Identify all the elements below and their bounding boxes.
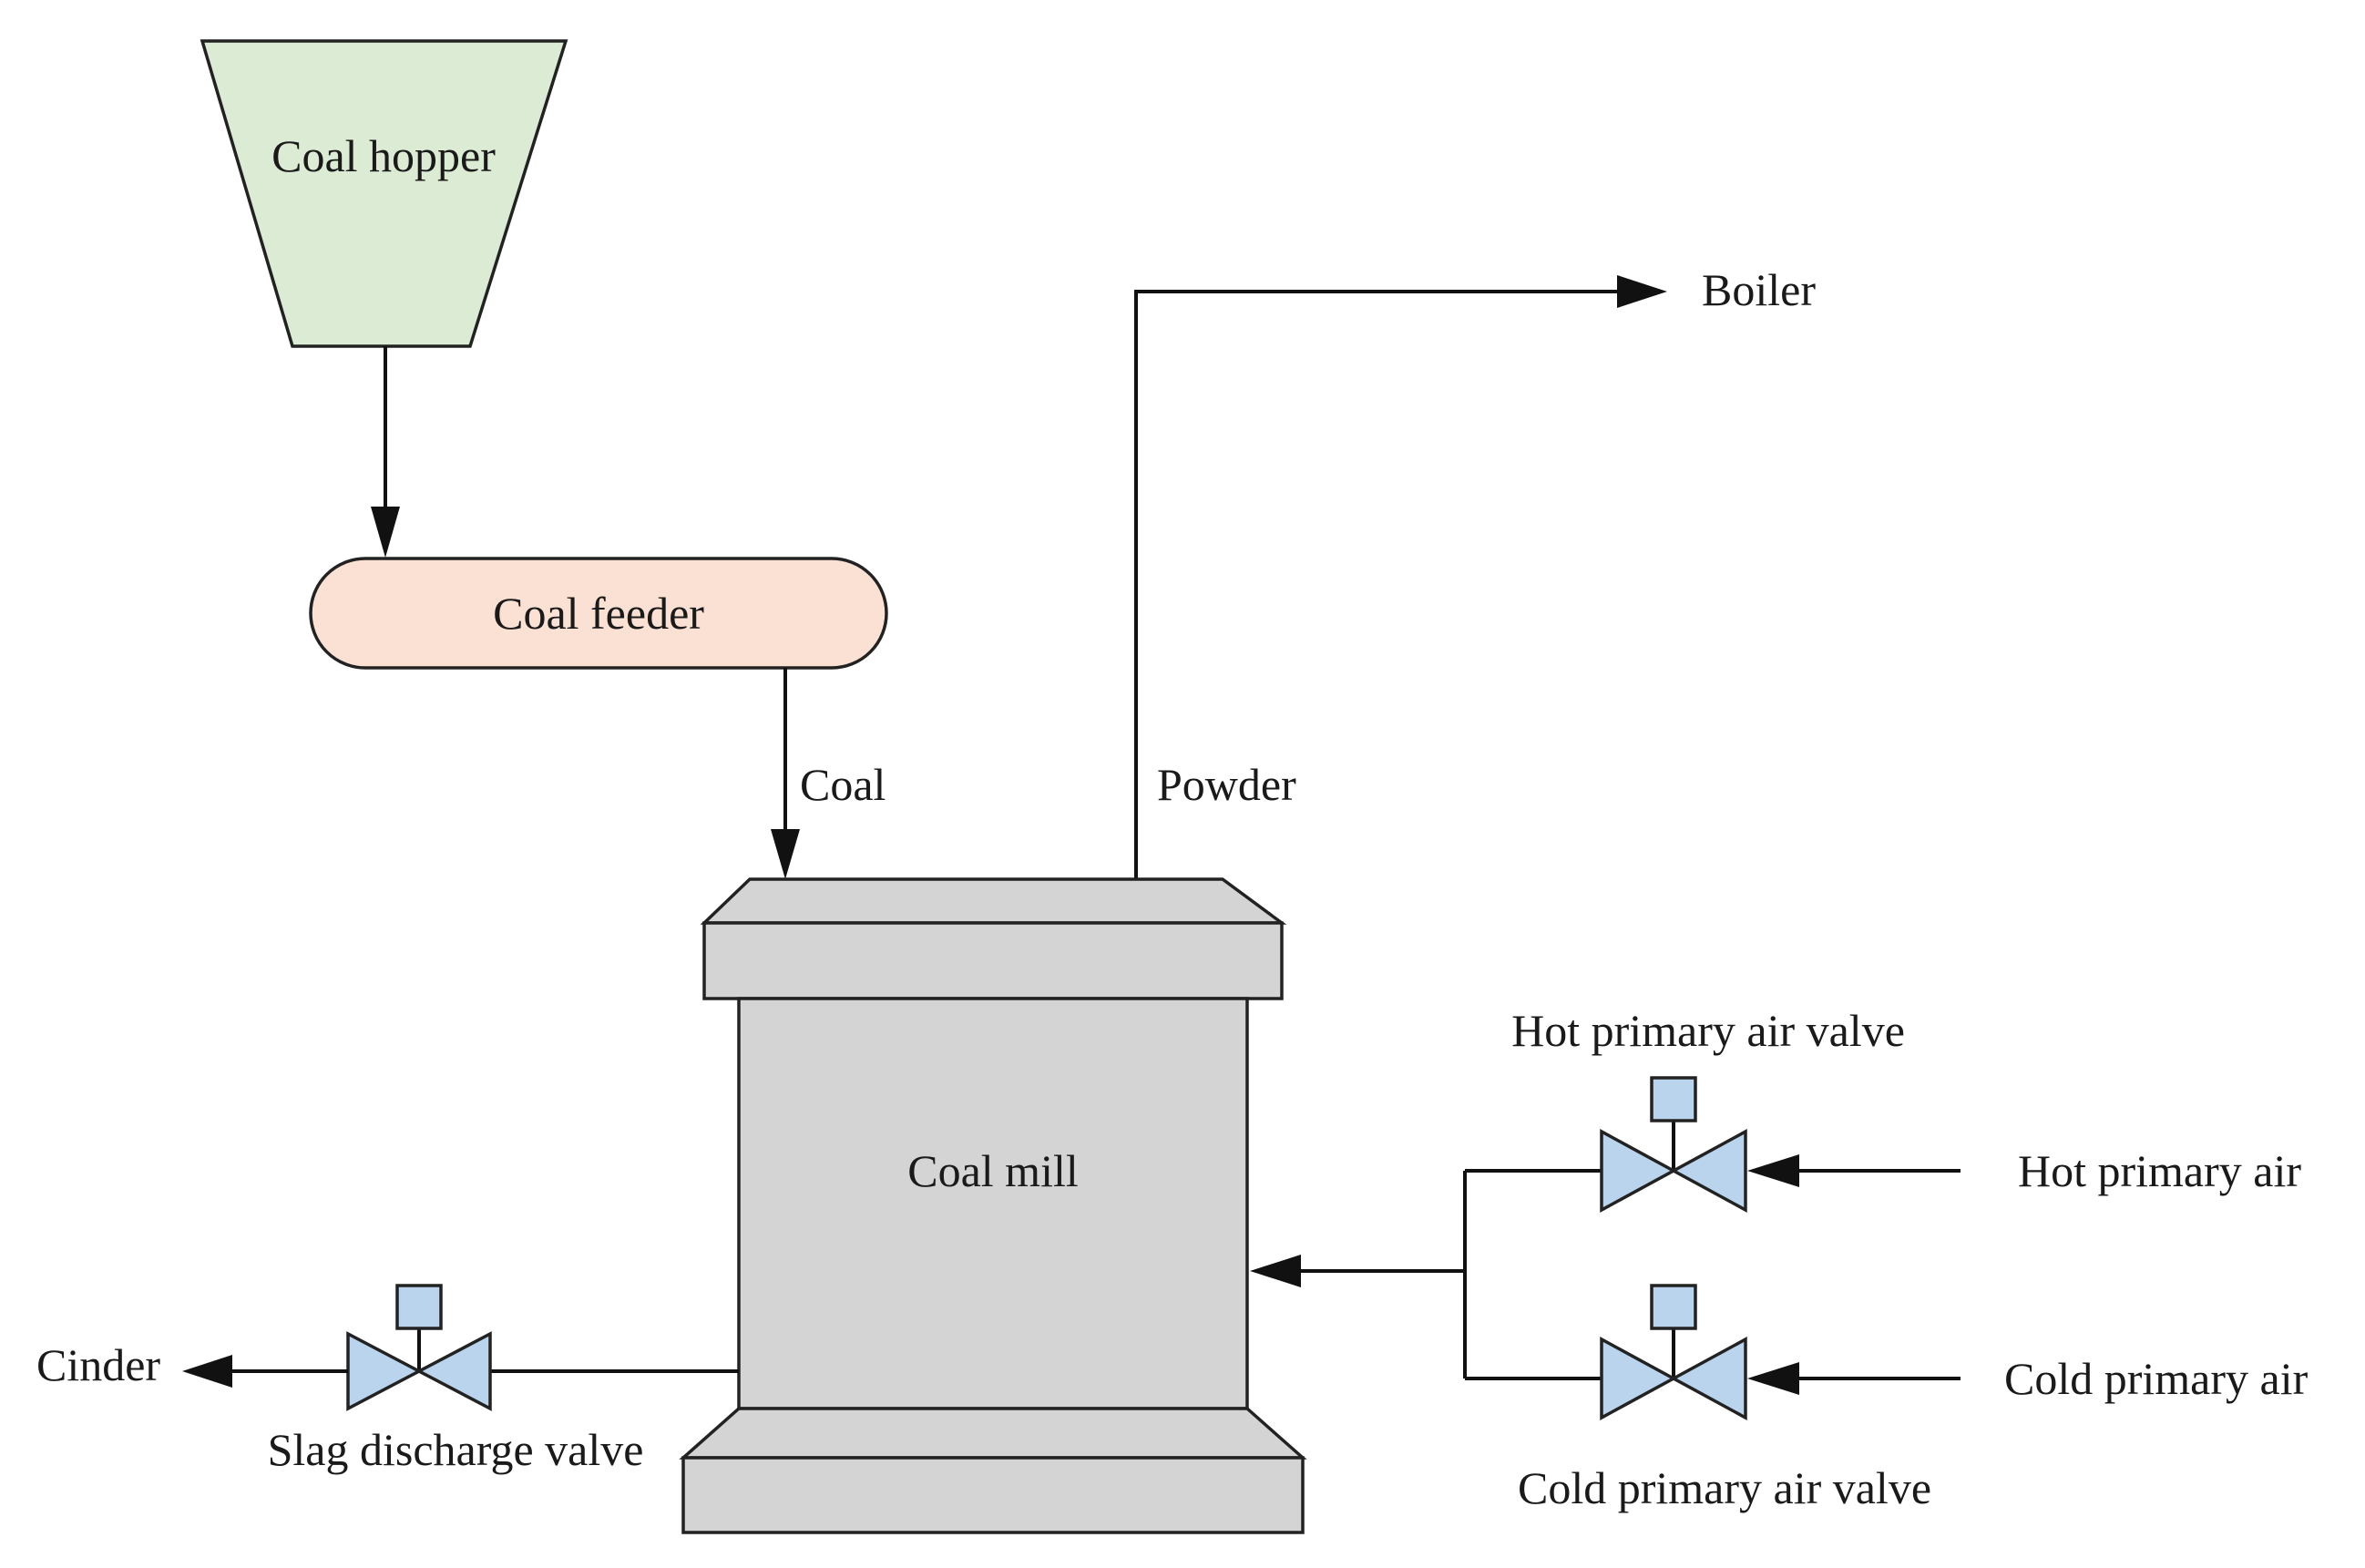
- slag-discharge-valve-label: Slag discharge valve: [268, 1424, 644, 1475]
- hot-valve-right-wing: [1670, 1129, 1747, 1213]
- hot-primary-air-valve: [1600, 1076, 1747, 1213]
- cold-air-inlet-arrowhead: [1747, 1362, 1799, 1395]
- powder-flow-label: Powder: [1157, 759, 1296, 810]
- hot-valve-actuator: [1650, 1076, 1697, 1122]
- coal-hopper-shape: [200, 39, 568, 348]
- hot-valve-left-wing: [1600, 1129, 1677, 1213]
- air-manifold-to-mill-arrowhead: [1250, 1255, 1301, 1287]
- coal-mill-base: [681, 1456, 1305, 1534]
- coal-mill-bottom-bevel: [679, 1407, 1307, 1460]
- cold-primary-air-label: Cold primary air: [2004, 1353, 2309, 1404]
- cinder-arrowhead: [182, 1355, 232, 1388]
- coal-feeder-shape: [309, 557, 888, 670]
- slag-valve-right-wing: [415, 1331, 492, 1411]
- cold-valve-right-wing: [1670, 1337, 1747, 1420]
- boiler-label: Boiler: [1702, 264, 1816, 315]
- coal-mill-body: [737, 997, 1249, 1410]
- feeder-to-mill-arrowhead: [771, 829, 800, 879]
- hot-air-inlet-arrowhead: [1747, 1154, 1799, 1187]
- coal-feeder: Coal feeder: [309, 557, 888, 670]
- slag-valve-actuator: [395, 1284, 443, 1330]
- slag-discharge-valve: [346, 1284, 492, 1411]
- cold-primary-air-valve: [1600, 1284, 1747, 1420]
- cold-valve-left-wing: [1600, 1337, 1677, 1420]
- cold-valve-actuator: [1650, 1284, 1697, 1330]
- cinder-label: Cinder: [36, 1339, 160, 1390]
- coal-feeder-label: Coal feeder: [493, 588, 704, 639]
- coal-hopper: Coal hopper: [200, 39, 568, 348]
- powder-to-boiler-line: [1134, 290, 1622, 879]
- coal-mill-top-bevel: [700, 877, 1287, 925]
- hot-primary-air-label: Hot primary air: [2018, 1145, 2301, 1196]
- coal-mill: Coal mill: [679, 877, 1307, 1534]
- powder-to-boiler-arrowhead: [1617, 275, 1667, 308]
- hot-primary-air-valve-label: Hot primary air valve: [1511, 1005, 1905, 1056]
- hopper-to-feeder-arrowhead: [371, 507, 400, 558]
- coal-mill-label: Coal mill: [907, 1145, 1079, 1196]
- cold-primary-air-valve-label: Cold primary air valve: [1518, 1462, 1931, 1513]
- coal-flow-label: Coal: [800, 759, 886, 810]
- coal-mill-top-cap: [702, 921, 1284, 1000]
- slag-valve-left-wing: [346, 1331, 423, 1411]
- coal-hopper-label: Coal hopper: [271, 130, 496, 181]
